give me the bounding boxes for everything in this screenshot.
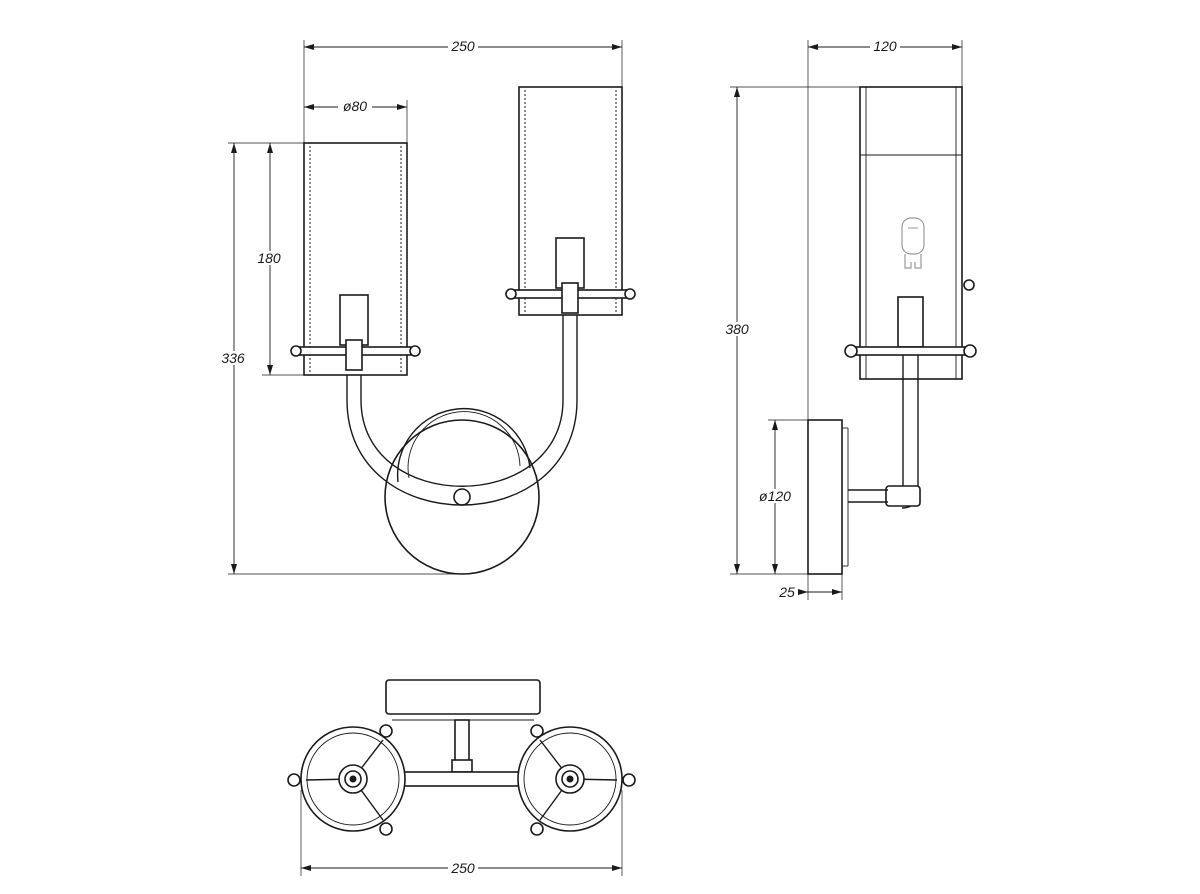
top-width-label: 250 [450, 860, 475, 876]
shade-diameter-label: ø80 [343, 98, 367, 114]
right-clamp [561, 282, 579, 314]
left-clamp [345, 339, 363, 371]
left-ring-knob-l [290, 345, 302, 357]
right-ring-knob-r [624, 288, 636, 300]
front-view: 250 ø80 180 336 [216, 38, 636, 575]
top-left-fixture [287, 724, 406, 836]
side-ring-knob-top [963, 279, 975, 291]
wall-plate-hub [453, 488, 471, 506]
side-elbow-joint [885, 485, 921, 507]
bulb-icon [901, 217, 925, 269]
side-ring-knob-l [844, 344, 858, 358]
shade-height-label: 180 [257, 250, 281, 266]
left-socket [339, 294, 369, 346]
front-width-label: 250 [450, 38, 475, 54]
side-ring-bar [853, 346, 969, 356]
top-arm-joint [451, 759, 473, 773]
side-stem [902, 355, 919, 490]
top-right-fixture [517, 724, 636, 836]
top-wall-plate [385, 679, 541, 715]
right-ring-knob-l [505, 288, 517, 300]
top-arm-stub [454, 719, 470, 763]
arm-ring [396, 408, 531, 483]
left-ring-knob-r [409, 345, 421, 357]
base-depth-label: 25 [778, 584, 795, 600]
side-view: 120 380 ø120 25 [720, 38, 977, 600]
curved-arm-outer [346, 313, 578, 506]
side-horizontal-arm [848, 489, 888, 503]
right-socket [555, 237, 585, 289]
top-view: 250 [287, 679, 636, 876]
side-wall-base [807, 419, 843, 575]
front-total-height-label: 336 [221, 350, 245, 366]
side-ring-knob-r [963, 344, 977, 358]
side-socket [897, 296, 924, 348]
side-height-label: 380 [725, 321, 749, 337]
curved-arm-inner [360, 313, 564, 487]
arm-ring-inner [407, 411, 521, 479]
side-depth-label: 120 [873, 38, 897, 54]
base-diameter-label: ø120 [759, 488, 791, 504]
